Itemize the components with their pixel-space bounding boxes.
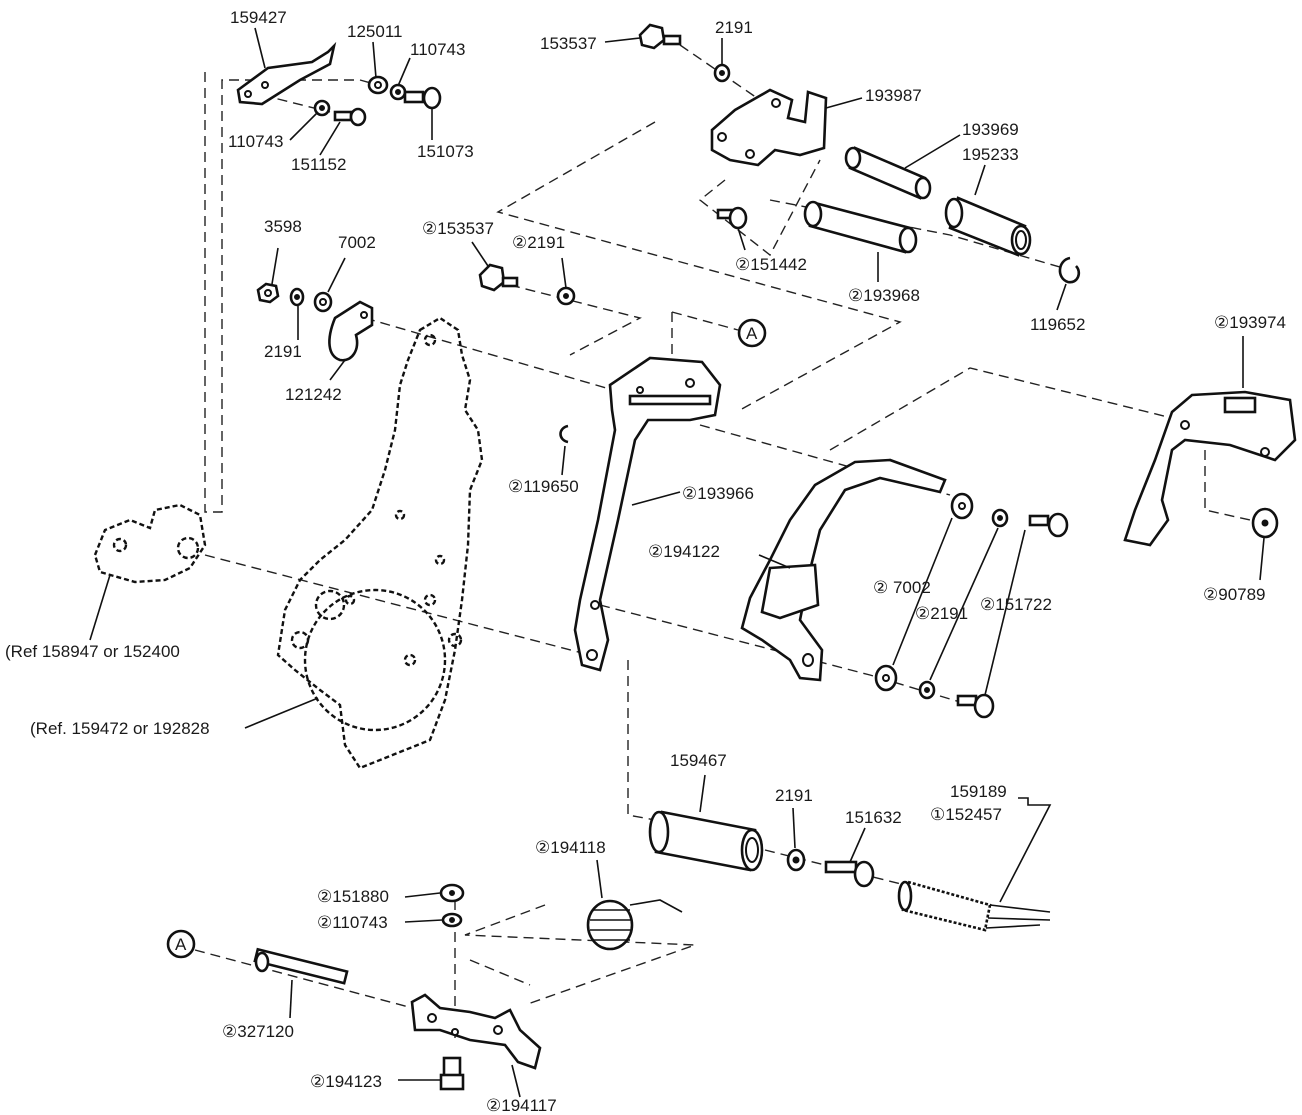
washer-7002-right-top bbox=[950, 492, 974, 520]
shaft-193969 bbox=[844, 146, 932, 200]
screw-153537-top bbox=[638, 23, 682, 50]
screw-194123 bbox=[439, 1056, 465, 1091]
clamp-121242 bbox=[328, 300, 374, 362]
label-152457: ①152457 bbox=[930, 805, 1002, 824]
ref-bracket-158947 bbox=[93, 503, 207, 584]
screw-151152 bbox=[333, 107, 367, 127]
bracket-193974 bbox=[1123, 390, 1297, 547]
label-194122: ②194122 bbox=[648, 542, 720, 561]
label-194117: ②194117 bbox=[486, 1096, 557, 1115]
ref-plate-159472 bbox=[276, 316, 484, 770]
sleeve-195233 bbox=[944, 196, 1032, 257]
label-2191-top: 2191 bbox=[715, 18, 753, 37]
label-ref-158947: (Ref 158947 or 152400 bbox=[5, 642, 180, 661]
clip-119650 bbox=[559, 424, 569, 444]
label-7002-left: 7002 bbox=[338, 233, 376, 252]
label-193987: 193987 bbox=[865, 86, 922, 105]
label-193968: ②193968 bbox=[848, 286, 920, 305]
washer-2191-top bbox=[713, 63, 731, 83]
washer-125011 bbox=[367, 75, 389, 95]
washer-2191-right-bottom bbox=[918, 680, 936, 700]
bracket-159427 bbox=[236, 41, 337, 106]
lever-193966 bbox=[573, 356, 722, 672]
washer-2191-right-top bbox=[991, 508, 1009, 528]
label-2191-left: 2191 bbox=[264, 342, 302, 361]
bracket-193987 bbox=[710, 88, 828, 167]
lockwasher-110743-top bbox=[389, 83, 407, 101]
label-327120: ②327120 bbox=[222, 1022, 294, 1041]
label-121242: 121242 bbox=[285, 385, 342, 404]
leader-lines bbox=[89, 27, 1265, 1098]
label-151722: ②151722 bbox=[980, 595, 1052, 614]
label-90789: ②90789 bbox=[1203, 585, 1266, 604]
label-125011: 125011 bbox=[347, 22, 402, 41]
label-159467: 159467 bbox=[670, 751, 727, 770]
label-195233: 195233 bbox=[962, 145, 1019, 164]
label-7002-right: ② 7002 bbox=[873, 578, 931, 597]
label-110743-left: 110743 bbox=[228, 132, 283, 151]
label-151880: ②151880 bbox=[317, 887, 389, 906]
label-193969: 193969 bbox=[962, 120, 1019, 139]
label-3598: 3598 bbox=[264, 217, 302, 236]
circle-marker-a-bottom bbox=[166, 929, 196, 959]
lockwasher-2191-left bbox=[289, 287, 305, 307]
label-151632: 151632 bbox=[845, 808, 902, 827]
label-110743-top: 110743 bbox=[410, 40, 465, 59]
screw-151722-bottom bbox=[956, 693, 995, 719]
label-193966: ②193966 bbox=[682, 484, 754, 503]
label-193974: ②193974 bbox=[1214, 313, 1286, 332]
pin-327120 bbox=[253, 947, 349, 985]
sleeve-159467 bbox=[648, 810, 764, 872]
spring-194118 bbox=[586, 899, 683, 951]
label-2191-lower: 2191 bbox=[775, 786, 813, 805]
label-2191-mid: ②2191 bbox=[512, 233, 565, 252]
brush-159189 bbox=[897, 880, 1051, 932]
label-159189: 159189 bbox=[950, 782, 1007, 801]
screw-153537-mid bbox=[478, 263, 519, 292]
label-151152: 151152 bbox=[291, 155, 346, 174]
strap-194122 bbox=[740, 458, 947, 682]
nut-151880 bbox=[439, 883, 465, 903]
label-194123: ②194123 bbox=[310, 1072, 382, 1091]
label-151442: ②151442 bbox=[735, 255, 807, 274]
label-a-bottom: A bbox=[175, 935, 187, 954]
screw-151632 bbox=[824, 860, 875, 888]
label-2191-right: ②2191 bbox=[915, 604, 968, 623]
washer-7002-right-bottom bbox=[874, 664, 898, 692]
label-151073: 151073 bbox=[417, 142, 474, 161]
label-110743-bottom: ②110743 bbox=[317, 913, 388, 932]
washer-90789 bbox=[1251, 507, 1279, 539]
washer-2191-lower bbox=[786, 848, 806, 872]
label-a-top: A bbox=[746, 324, 758, 343]
washer-7002-left bbox=[313, 291, 333, 313]
label-153537-top: 153537 bbox=[540, 34, 597, 53]
sleeve-193968 bbox=[803, 200, 918, 254]
label-119650: ②119650 bbox=[508, 477, 579, 496]
screw-151722-top bbox=[1028, 512, 1069, 538]
bracket-194117 bbox=[410, 993, 542, 1070]
circle-marker-a-top bbox=[737, 318, 767, 348]
label-159427: 159427 bbox=[230, 8, 287, 27]
lockwasher-110743-left bbox=[313, 99, 331, 117]
screw-151442 bbox=[716, 206, 748, 230]
nut-3598 bbox=[256, 282, 280, 304]
label-153537-mid: ②153537 bbox=[422, 219, 494, 238]
screw-151073 bbox=[403, 86, 442, 110]
label-194118: ②194118 bbox=[535, 838, 606, 857]
part-labels: 159427 125011 110743 110743 151152 15107… bbox=[5, 8, 1286, 1115]
label-ref-159472: (Ref. 159472 or 192828 bbox=[30, 719, 210, 738]
lockwasher-110743-bottom bbox=[441, 912, 463, 928]
washer-2191-mid bbox=[556, 286, 576, 306]
clip-119652 bbox=[1058, 256, 1081, 284]
label-119652: 119652 bbox=[1030, 315, 1085, 334]
